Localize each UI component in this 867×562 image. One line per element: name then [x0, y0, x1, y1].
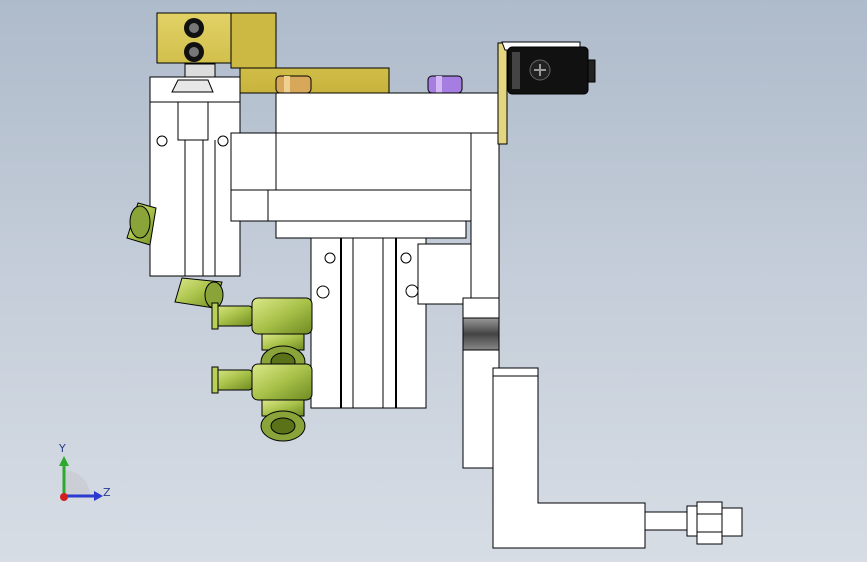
angled-push-fitting-upper[interactable] — [126, 202, 157, 246]
lower-l-bracket[interactable] — [492, 367, 646, 549]
x-axis-dot — [60, 493, 68, 501]
elbow-fitting-upper[interactable] — [211, 297, 313, 379]
slide-table-body[interactable] — [230, 92, 500, 299]
elbow-fitting-lower[interactable] — [211, 363, 313, 442]
y-axis-label: Y — [59, 442, 66, 455]
z-axis-label: Z — [103, 486, 111, 499]
purple-spacer[interactable] — [427, 75, 463, 94]
bronze-spacer[interactable] — [275, 75, 312, 94]
lower-guide-cylinder[interactable] — [310, 237, 472, 409]
orientation-triad — [59, 456, 103, 501]
piston-rod-end[interactable] — [644, 501, 743, 545]
proximity-sensor[interactable] — [497, 41, 596, 145]
left-gripper-cylinder[interactable] — [149, 76, 241, 277]
triad-quadrant — [64, 470, 90, 496]
gold-mounting-bracket[interactable] — [156, 12, 390, 94]
